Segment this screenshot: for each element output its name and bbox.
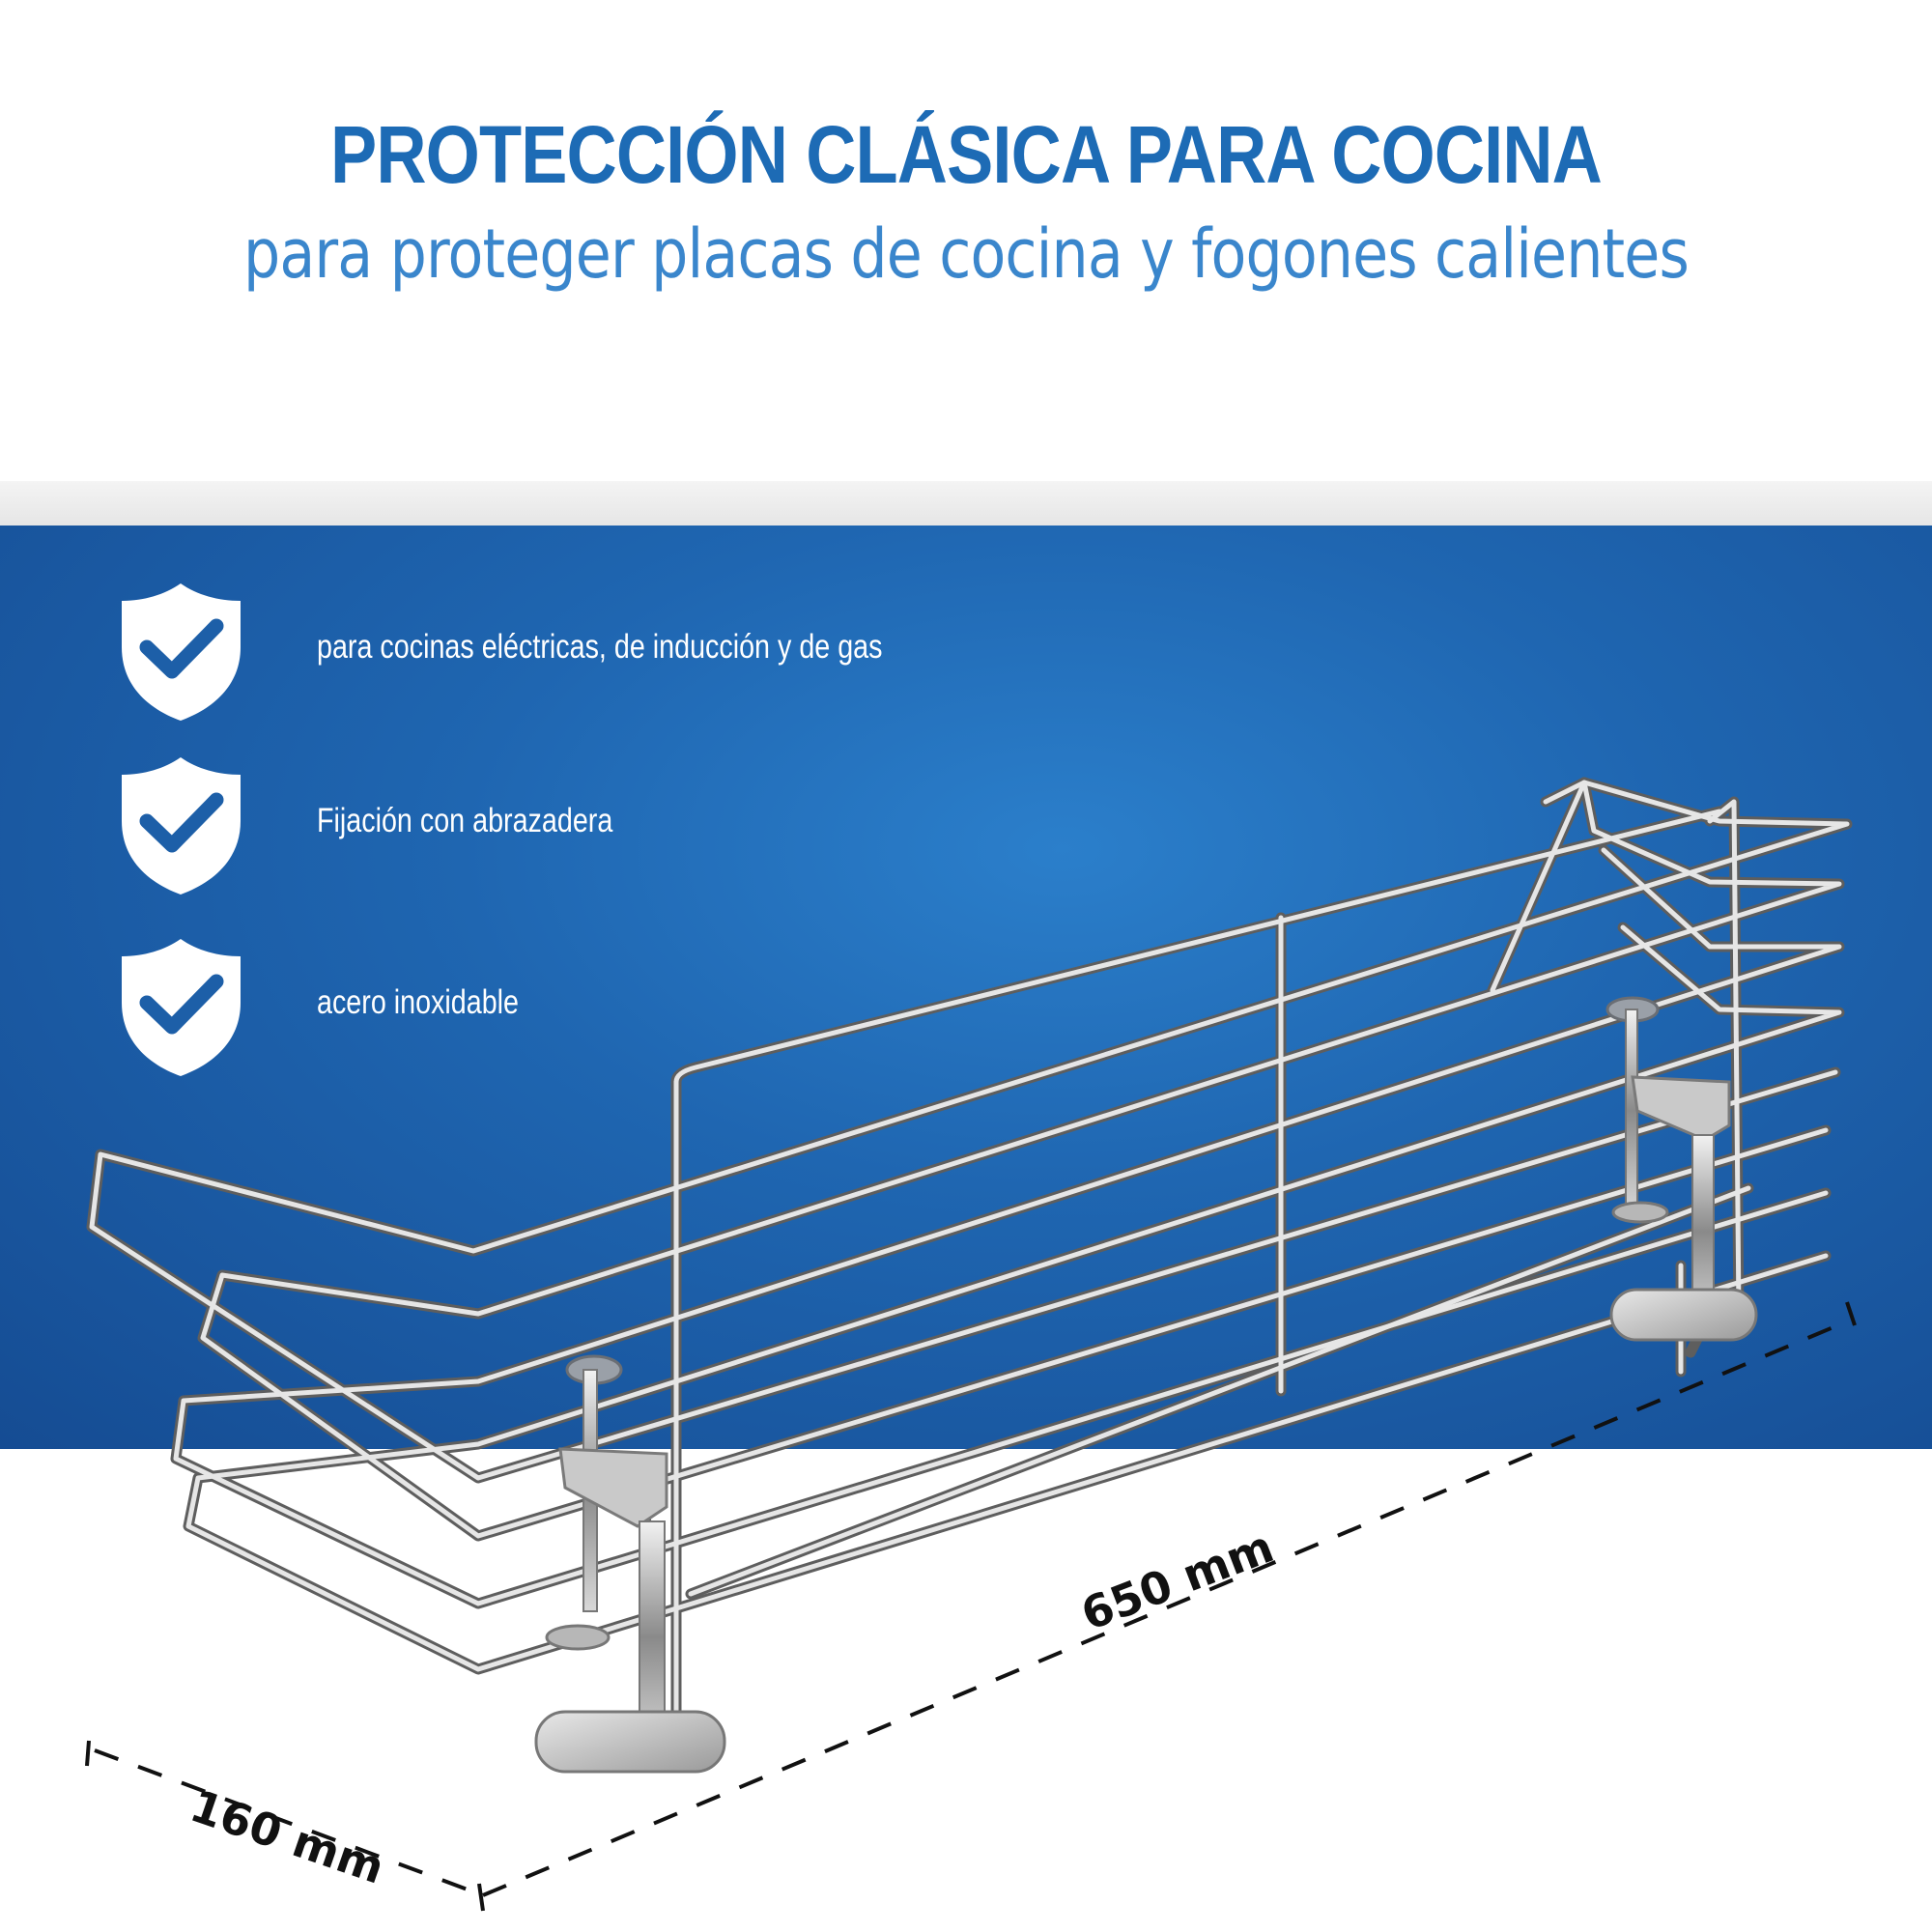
dimension-lines xyxy=(85,1301,1857,1912)
shield-check-icon xyxy=(122,757,241,895)
feature-item: para cocinas eléctricas, de inducción y … xyxy=(116,580,1179,724)
back-clamp xyxy=(1605,996,1758,1342)
feature-label: para cocinas eléctricas, de inducción y … xyxy=(317,628,883,666)
feature-label: Fijación con abrazadera xyxy=(317,802,613,839)
shield-check-icon xyxy=(122,939,241,1076)
feature-item: Fijación con abrazadera xyxy=(116,753,1179,898)
page-title: PROTECCIÓN CLÁSICA PARA COCINA xyxy=(329,109,1603,200)
shield-check-icon xyxy=(122,583,241,721)
page-subtitle: para proteger placas de cocina y fogones… xyxy=(243,214,1690,294)
feature-label: acero inoxidable xyxy=(317,983,520,1021)
front-clamp xyxy=(534,1354,726,1774)
divider-band xyxy=(0,481,1932,526)
feature-item: acero inoxidable xyxy=(116,935,1179,1080)
stove-guard-image xyxy=(85,777,1857,1912)
